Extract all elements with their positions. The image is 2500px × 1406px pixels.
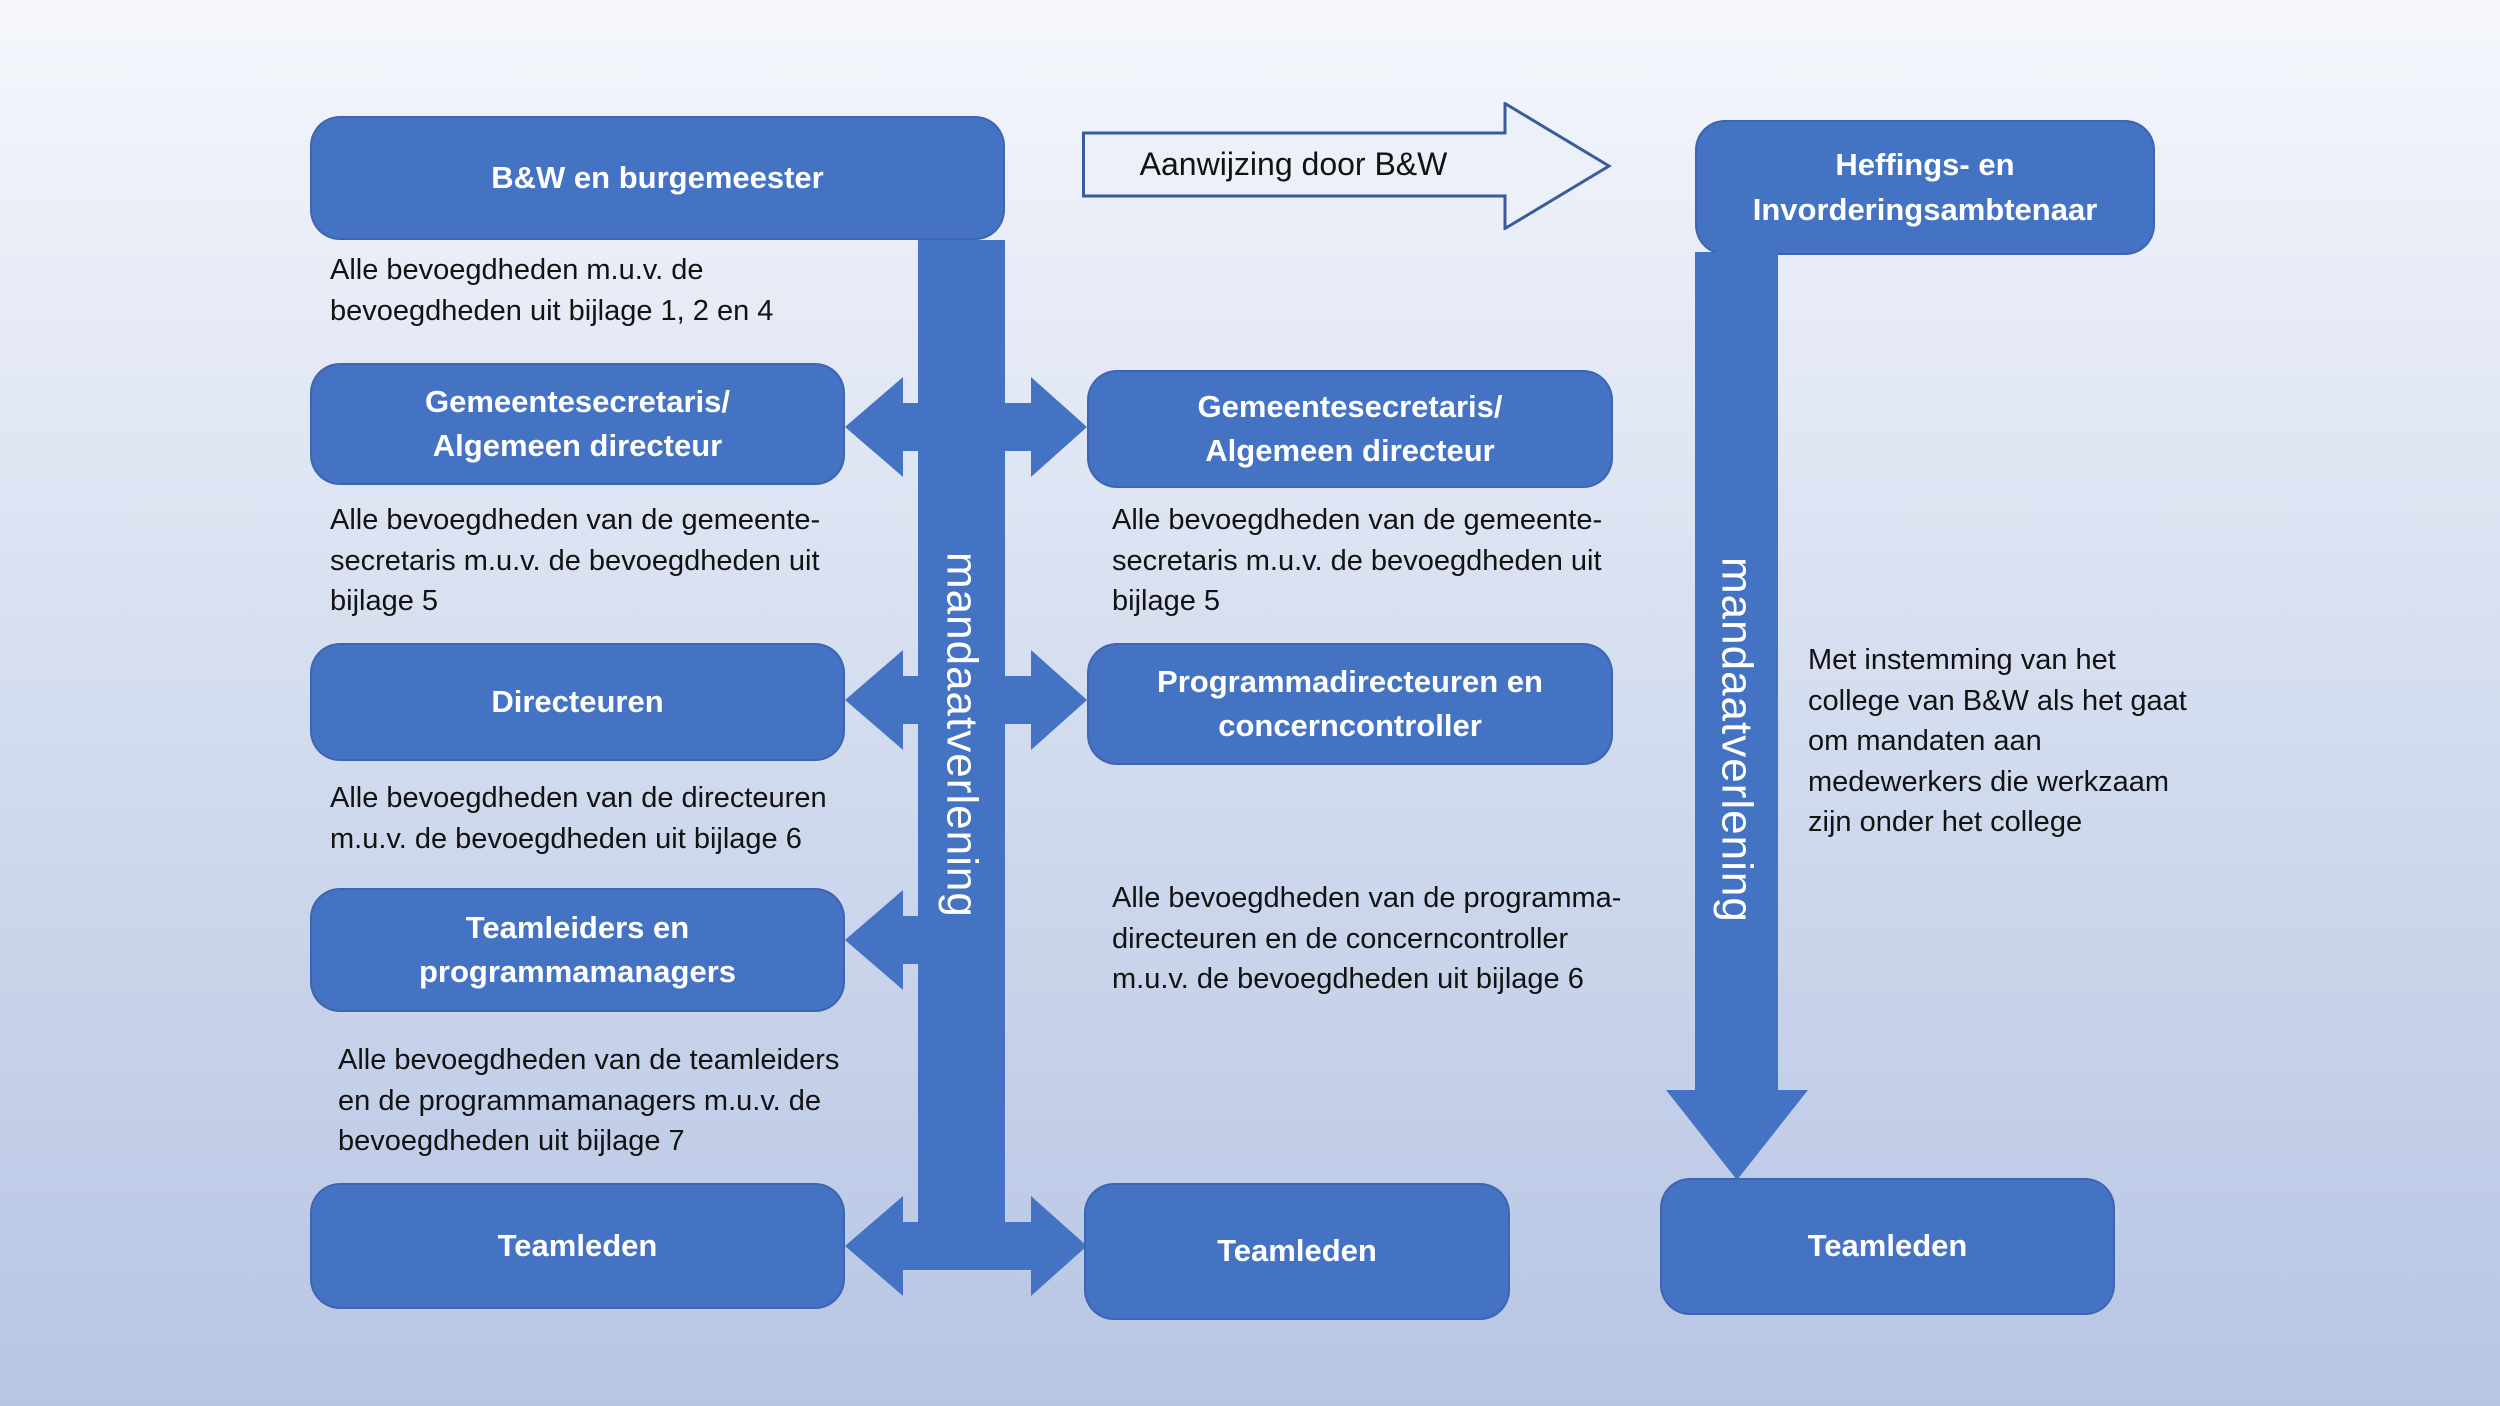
box-gemeentesecretaris-middle: Gemeentesecretaris/ Algemeen directeur bbox=[1087, 370, 1613, 488]
arrow-left-head-row2 bbox=[845, 377, 903, 477]
note-directeuren: Alle bevoegdheden van de directeuren m.u… bbox=[330, 782, 827, 855]
box-gemeentesecretaris-left: Gemeentesecretaris/ Algemeen directeur bbox=[310, 363, 845, 485]
arrow-left-shaft-row4 bbox=[898, 916, 922, 964]
note-teamleiders: Alle bevoegdheden van de teamleiders en … bbox=[338, 1044, 840, 1158]
box-heffings-label: Heffings- en Invorderingsambtenaar bbox=[1752, 147, 2098, 227]
box-bw-label: B&W en burgemeester bbox=[491, 159, 824, 195]
aanwijzing-arrow-label: Aanwijzing door B&W bbox=[1139, 146, 1448, 182]
band-right-label-wrap: mandaatverlening bbox=[1695, 557, 1778, 923]
note-programmadirecteuren: Alle bevoegdheden van de programma- dire… bbox=[1112, 882, 1622, 996]
box-teamleden-left: Teamleden bbox=[310, 1183, 845, 1309]
arrow-left-shaft-row3 bbox=[898, 676, 922, 724]
box-teamleden-middle: Teamleden bbox=[1084, 1183, 1510, 1320]
arrow-right-head-row3 bbox=[1031, 650, 1087, 750]
aanwijzing-arrow-shape bbox=[1082, 102, 1612, 230]
arrow-right-shaft-row5 bbox=[1003, 1222, 1033, 1270]
band-left-label-wrap: mandaatverlening bbox=[918, 552, 1005, 918]
arrow-left-head-row3 bbox=[845, 650, 903, 750]
note-gemeentesecretaris-left: Alle bevoegdheden van de gemeente- secre… bbox=[330, 504, 821, 618]
arrow-left-shaft-row5 bbox=[898, 1222, 922, 1270]
arrow-left-head-row4 bbox=[845, 890, 903, 990]
box-directeuren-label: Directeuren bbox=[491, 683, 664, 719]
band-left-label: mandaatverlening bbox=[937, 552, 987, 918]
box-heffings-invorderingsambtenaar: Heffings- en Invorderingsambtenaar bbox=[1695, 120, 2155, 255]
box-teamleden-right: Teamleden bbox=[1660, 1178, 2115, 1315]
box-teamleden-middle-label: Teamleden bbox=[1217, 1233, 1377, 1269]
band-right-down-arrowhead bbox=[1666, 1090, 1808, 1180]
arrow-right-shaft-row2 bbox=[1003, 403, 1033, 451]
box-gemeentesecretaris-middle-label: Gemeentesecretaris/ Algemeen directeur bbox=[1197, 388, 1503, 468]
box-gemeentesecretaris-left-label: Gemeentesecretaris/ Algemeen directeur bbox=[424, 383, 731, 463]
box-directeuren: Directeuren bbox=[310, 643, 845, 761]
arrow-left-shaft-row2 bbox=[898, 403, 922, 451]
box-bw-en-burgemeester: B&W en burgemeester bbox=[310, 116, 1005, 240]
box-teamleden-left-label: Teamleden bbox=[497, 1227, 658, 1263]
arrow-right-head-row5 bbox=[1031, 1196, 1087, 1296]
box-teamleden-right-label: Teamleden bbox=[1807, 1228, 1968, 1264]
band-right-label: mandaatverlening bbox=[1712, 557, 1762, 923]
band-mandaatverlening-right bbox=[1695, 252, 1778, 1092]
box-programmadirecteuren-label: Programmadirecteuren en concerncontrolle… bbox=[1157, 663, 1543, 743]
box-teamleiders-programmamanagers: Teamleiders en programmamanagers bbox=[310, 888, 845, 1012]
band-mandaatverlening-left bbox=[918, 240, 1005, 1270]
note-bw-bevoegdheden: Alle bevoegdheden m.u.v. de bevoegdheden… bbox=[330, 254, 774, 327]
arrow-left-head-row5 bbox=[845, 1196, 903, 1296]
arrow-right-shaft-row3 bbox=[1003, 676, 1033, 724]
note-met-instemming: Met instemming van het college van B&W a… bbox=[1808, 644, 2187, 839]
box-programmadirecteuren: Programmadirecteuren en concerncontrolle… bbox=[1087, 643, 1613, 765]
note-gemeentesecretaris-middle: Alle bevoegdheden van de gemeente- secre… bbox=[1112, 504, 1603, 618]
arrow-right-head-row2 bbox=[1031, 377, 1087, 477]
box-teamleiders-label: Teamleiders en programmamanagers bbox=[418, 909, 736, 989]
